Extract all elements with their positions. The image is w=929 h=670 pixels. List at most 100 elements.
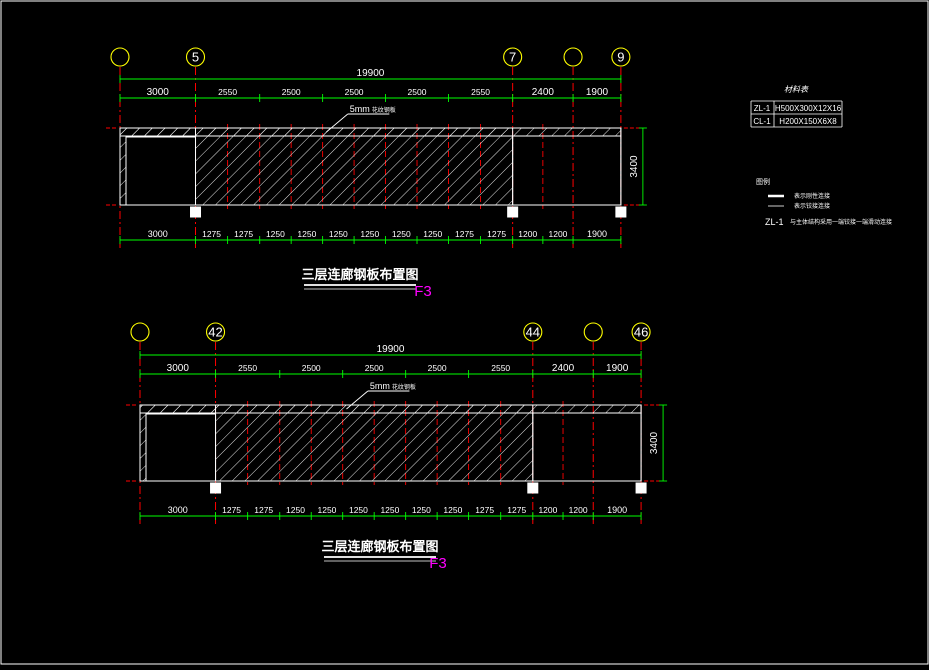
column-marker [210,482,222,494]
legend: 图例 表示刚性连接 表示铰接连接 ZL-1 与主体结构采用一端铰接一端滑动连接 [756,177,892,227]
corridor-outline [139,404,642,482]
axis-bubble [110,47,130,67]
bottom-dimension: 1275 [507,505,526,515]
top-dimension: 2550 [471,87,490,97]
bottom-dimension: 1275 [254,505,273,515]
top-dimension: 2500 [428,363,447,373]
plan-title: 三层连廊钢板布置图 [301,267,418,282]
steel-plate-area [195,127,514,206]
top-dimension: 2500 [282,87,301,97]
floor-tag: F3 [414,283,432,300]
bottom-dimension: 1275 [222,505,241,515]
column-marker [190,206,202,218]
top-dimension: 2400 [552,363,575,374]
height-dimension: 3400 [629,155,640,178]
axis-bubble [205,322,226,342]
top-dimension: 2500 [302,363,321,373]
bottom-dimension: 1200 [548,229,567,239]
bottom-dimension: 1275 [202,229,221,239]
bottom-dimension: 1250 [286,505,305,515]
top-dimension: 3000 [167,363,190,374]
callout-leader [326,113,349,133]
bottom-dimension: 1250 [349,505,368,515]
top-dimension: 1900 [586,87,609,98]
bottom-dimension: 1250 [266,229,285,239]
axis-label: 5 [192,50,199,65]
bottom-dimension: 1275 [455,229,474,239]
bottom-dimension: 1275 [487,229,506,239]
callout-material: 花纹钢板 [372,106,396,114]
bottom-dimension: 1250 [412,505,431,515]
bottom-dimension: 1250 [318,505,337,515]
bottom-dimension: 1250 [329,229,348,239]
right-bay [512,135,622,206]
axis-label: 46 [634,325,648,340]
legend-item: 表示刚性连接 [794,192,830,200]
bottom-dimension: 1900 [587,229,607,239]
material-row-code: CL-1 [753,117,771,126]
top-dimension: 1900 [606,363,629,374]
material-row-code: ZL-1 [754,104,771,113]
bottom-dimension: 1200 [538,505,557,515]
axis-bubble [563,47,583,67]
top-dimension: 2550 [491,363,510,373]
bottom-dimension: 1200 [518,229,537,239]
top-dimension: 2500 [365,363,384,373]
legend-note-text: 与主体结构采用一端铰接一端滑动连接 [790,218,892,226]
floor-tag: F3 [429,555,447,572]
total-dimension: 19900 [377,344,405,355]
top-dimension: 3000 [147,87,170,98]
right-bay [532,412,642,482]
callout-leader [346,390,369,410]
top-dimension: 2550 [238,363,257,373]
bottom-dimension: 1900 [607,505,627,515]
material-table-title: 材料表 [784,85,809,94]
callout-thickness: 5mm [350,104,370,114]
top-dimension: 2500 [345,87,364,97]
top-dimension: 2400 [532,87,555,98]
bottom-dimension: 1250 [360,229,379,239]
bottom-dimension: 1200 [569,505,588,515]
material-row-spec: H500X300X12X16 [775,104,842,113]
axis-bubble [503,47,523,67]
left-opening [145,413,217,482]
axis-label: 44 [526,325,540,340]
bottom-dimension: 1250 [380,505,399,515]
axis-bubble [523,322,543,342]
bottom-dimension: 3000 [168,505,188,515]
legend-title: 图例 [756,177,770,186]
left-opening [125,136,197,206]
axis-bubble [185,47,206,67]
top-dimension: 2550 [218,87,237,97]
material-table: 材料表 ZL-1 H500X300X12X16 CL-1 H200X150X6X… [750,85,843,128]
height-dimension: 3400 [649,431,660,454]
plan-title: 三层连廊钢板布置图 [321,539,438,554]
bottom-dimension: 1250 [297,229,316,239]
bottom-dimension: 1275 [475,505,494,515]
axis-bubble [130,322,150,342]
callout-thickness: 5mm [370,381,390,391]
legend-note-code: ZL-1 [765,217,784,227]
bottom-dimension: 1250 [423,229,442,239]
total-dimension: 19900 [357,68,385,79]
bottom-dimension: 1275 [234,229,253,239]
steel-plate-area [215,404,534,482]
column-marker [507,206,519,218]
legend-item: 表示铰接连接 [794,202,830,210]
axis-label: 42 [208,325,222,340]
corridor-outline [119,127,622,206]
bottom-dimension: 1250 [392,229,411,239]
material-row-spec: H200X150X6X8 [779,117,837,126]
axis-bubble [583,322,603,342]
top-dimension: 2500 [408,87,427,97]
bottom-dimension: 3000 [148,229,168,239]
callout-material: 花纹钢板 [392,383,416,391]
axis-label: 9 [617,50,624,65]
column-marker [527,482,539,494]
column-marker [615,206,627,218]
floor-plan-lower: 42 44 46 19900 3000 2550 2500 2500 2500 2550 2400 1… [126,322,668,572]
